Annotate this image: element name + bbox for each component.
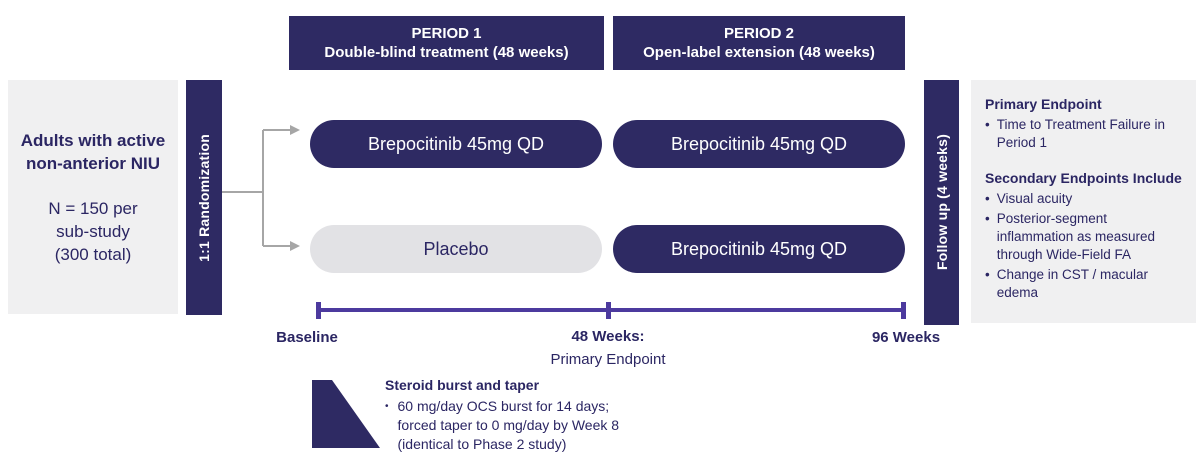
timeline-48weeks-subtitle: Primary Endpoint bbox=[550, 351, 666, 368]
timeline-label-48weeks: 48 Weeks: Primary Endpoint bbox=[550, 328, 665, 368]
followup-bar: Follow up (4 weeks) bbox=[924, 80, 959, 325]
arm-label: Brepocitinib 45mg QD bbox=[367, 133, 545, 154]
primary-endpoint-item: • Time to Treatment Failure in Period 1 bbox=[985, 116, 1186, 152]
primary-endpoint-title: Primary Endpoint bbox=[985, 96, 1102, 112]
timeline-48weeks-title: 48 Weeks: bbox=[571, 328, 645, 345]
timeline-label-96weeks: 96 Weeks bbox=[871, 329, 941, 346]
timeline-label-baseline: Baseline bbox=[276, 329, 338, 346]
population-title: Adults with active non-anterior NIU bbox=[20, 130, 166, 173]
arm-label: Placebo bbox=[423, 238, 489, 259]
period1-subtitle: Double-blind treatment (48 weeks) bbox=[324, 44, 569, 61]
arm-label: Brepocitinib 45mg QD bbox=[670, 133, 848, 154]
population-box: Adults with active non-anterior NIU N = … bbox=[8, 80, 178, 314]
bullet-icon: • bbox=[985, 117, 990, 132]
period2-header: PERIOD 2 Open-label extension (48 weeks) bbox=[613, 16, 905, 70]
taper-wedge-icon bbox=[312, 380, 380, 448]
period2-title: PERIOD 2 bbox=[723, 25, 795, 42]
secondary-endpoint-text: Posterior-segment inflammation as measur… bbox=[996, 211, 1156, 262]
secondary-endpoints-title: Secondary Endpoints Include bbox=[985, 170, 1182, 186]
arm-period2-row2: Brepocitinib 45mg QD bbox=[613, 225, 905, 273]
arm-period2-row1: Brepocitinib 45mg QD bbox=[613, 120, 905, 168]
randomization-label: 1:1 Randomization bbox=[196, 133, 212, 262]
timeline-tick-48weeks bbox=[606, 302, 611, 319]
timeline-axis bbox=[318, 308, 905, 312]
steroid-note-title: Steroid burst and taper bbox=[385, 377, 540, 393]
secondary-endpoint-text: Change in CST / macular edema bbox=[996, 267, 1149, 300]
timeline-tick-baseline bbox=[316, 302, 321, 319]
steroid-note-item: • 60 mg/day OCS burst for 14 days; force… bbox=[385, 397, 705, 454]
bullet-icon: • bbox=[385, 401, 389, 412]
secondary-endpoint-item: • Posterior-segment inflammation as meas… bbox=[985, 210, 1186, 264]
branch-arrows-icon bbox=[222, 125, 300, 251]
steroid-note: Steroid burst and taper • 60 mg/day OCS … bbox=[385, 376, 705, 454]
bullet-icon: • bbox=[985, 267, 990, 282]
followup-label: Follow up (4 weeks) bbox=[933, 134, 950, 271]
period1-header: PERIOD 1 Double-blind treatment (48 week… bbox=[289, 16, 604, 70]
arm-period1-placebo: Placebo bbox=[310, 225, 602, 273]
bullet-icon: • bbox=[985, 191, 990, 206]
population-detail: N = 150 per sub-study (300 total) bbox=[48, 198, 138, 264]
secondary-endpoint-item: • Change in CST / macular edema bbox=[985, 266, 1186, 302]
period2-subtitle: Open-label extension (48 weeks) bbox=[643, 44, 875, 61]
steroid-note-text: 60 mg/day OCS burst for 14 days; forced … bbox=[397, 398, 620, 452]
period1-title: PERIOD 1 bbox=[411, 25, 482, 42]
arm-label: Brepocitinib 45mg QD bbox=[670, 238, 848, 259]
timeline-tick-96weeks bbox=[901, 302, 906, 319]
arm-period1-brepocitinib: Brepocitinib 45mg QD bbox=[310, 120, 602, 168]
primary-endpoint-text: Time to Treatment Failure in Period 1 bbox=[996, 117, 1166, 150]
randomization-bar: 1:1 Randomization bbox=[186, 80, 222, 315]
secondary-endpoint-text: Visual acuity bbox=[996, 191, 1073, 206]
secondary-endpoint-item: • Visual acuity bbox=[985, 190, 1186, 208]
bullet-icon: • bbox=[985, 211, 990, 226]
endpoints-box: Primary Endpoint • Time to Treatment Fai… bbox=[971, 80, 1196, 323]
